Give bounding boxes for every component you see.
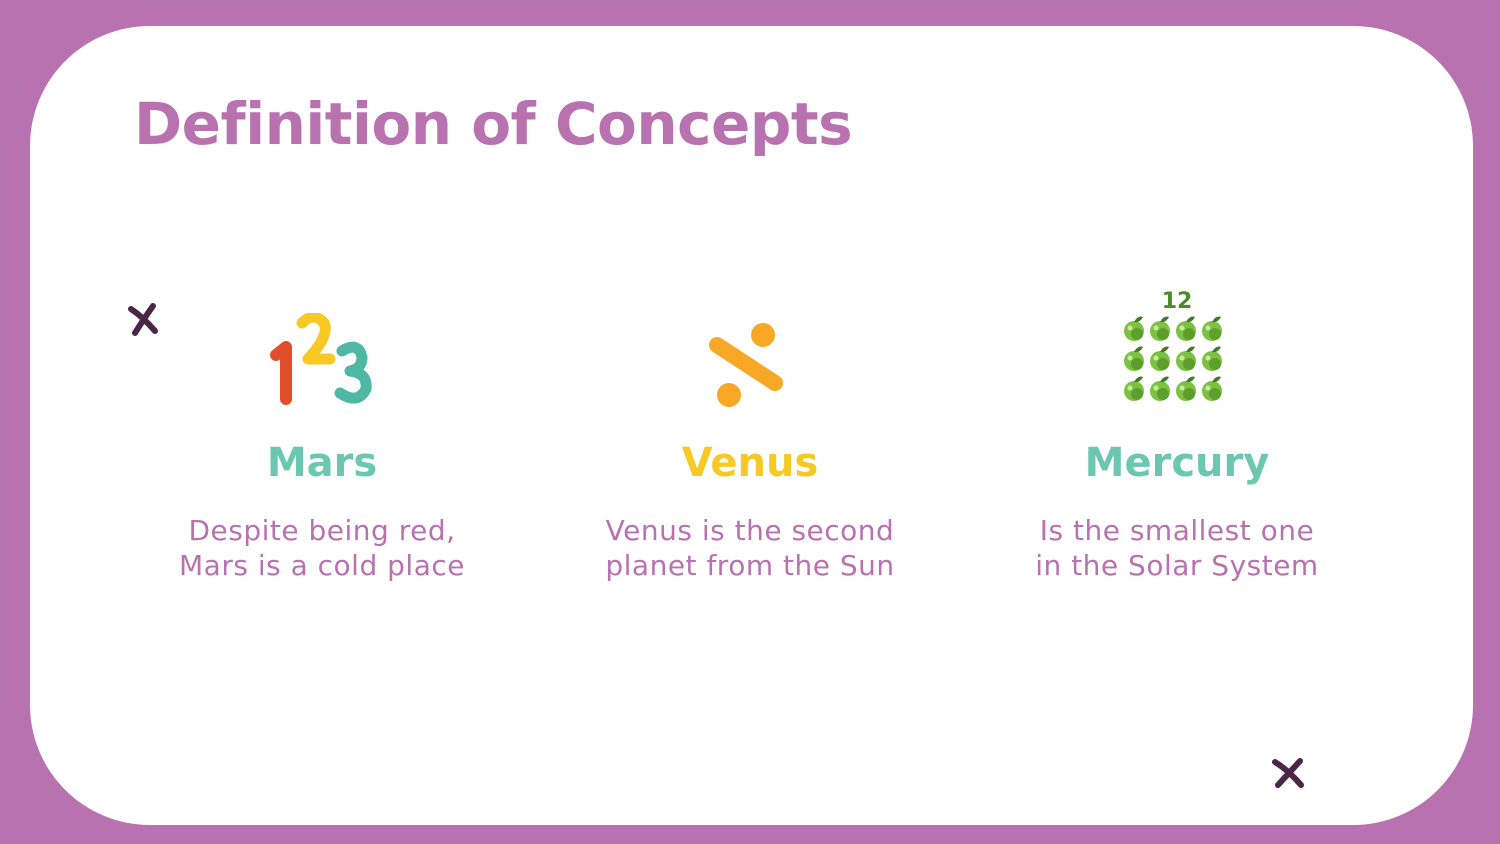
apple-icon	[1176, 316, 1196, 341]
concept-venus: Venus Venus is the second planet from th…	[540, 281, 960, 583]
apple-icon	[1150, 316, 1170, 341]
apple-icon	[1202, 376, 1222, 401]
count-label: 12	[1162, 289, 1193, 314]
apple-icon	[1150, 376, 1170, 401]
description-line: Despite being red,	[188, 514, 456, 547]
apple-icon	[1202, 316, 1222, 341]
slide-card: Definition of Concepts Mars Despite bein…	[30, 26, 1473, 825]
apple-icon	[1176, 346, 1196, 371]
description-line: in the Solar System	[1035, 549, 1319, 582]
twelve-apples-icon: 12	[967, 281, 1387, 431]
apple-icon	[1124, 376, 1144, 401]
x-mark-icon	[1272, 758, 1304, 788]
concept-mars: Mars Despite being red, Mars is a cold p…	[112, 281, 532, 583]
apple-icon	[1150, 346, 1170, 371]
concept-description: Venus is the second planet from the Sun	[540, 513, 960, 583]
concept-heading: Venus	[681, 440, 819, 486]
numbers-123-icon	[112, 281, 532, 431]
division-sign-icon	[540, 281, 960, 431]
concept-mercury: 12 Mercury Is the smallest one in the So…	[967, 281, 1387, 583]
apple-icon	[1202, 346, 1222, 371]
description-line: Venus is the second	[605, 514, 895, 547]
concept-heading: Mars	[266, 440, 378, 486]
description-line: Is the smallest one	[1039, 514, 1315, 547]
description-line: planet from the Sun	[605, 549, 895, 582]
concept-description: Despite being red, Mars is a cold place	[112, 513, 532, 583]
concept-heading: Mercury	[1084, 440, 1270, 486]
apple-icon	[1124, 346, 1144, 371]
apple-icon	[1124, 316, 1144, 341]
description-line: Mars is a cold place	[179, 549, 465, 582]
x-mark-icon	[128, 303, 158, 336]
apple-icon	[1176, 376, 1196, 401]
concept-description: Is the smallest one in the Solar System	[967, 513, 1387, 583]
slide-title: Definition of Concepts	[134, 90, 853, 158]
